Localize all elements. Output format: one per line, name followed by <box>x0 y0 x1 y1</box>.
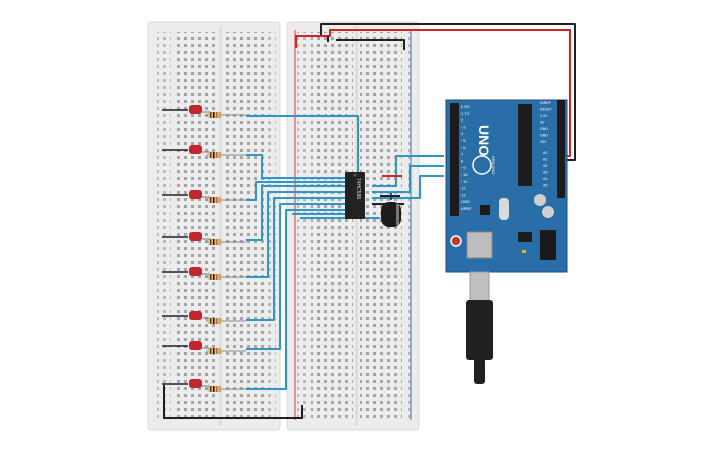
chip-label: 74HC595 <box>355 178 361 199</box>
power-pin-label: RESET <box>540 108 553 112</box>
ground-wire-bottom <box>163 385 303 419</box>
shift-register-chip: 74HC595 <box>345 172 365 219</box>
resistor-icon <box>206 274 246 280</box>
power-pin-label: VIN <box>540 140 546 144</box>
resistor-icon <box>206 152 246 158</box>
resistor-icon <box>206 112 246 118</box>
digital-pin-label: ~9 <box>461 165 466 170</box>
resistor-icon <box>206 348 246 354</box>
led-row-7 <box>189 341 246 354</box>
power-pin-label: 5V <box>540 121 545 125</box>
led-icon <box>189 232 210 241</box>
power-pin-label: IOREF <box>540 101 552 105</box>
led-icon <box>189 267 210 276</box>
power-pin-label: GND <box>540 134 548 138</box>
analog-pin-label: A0 <box>543 151 547 155</box>
resistor-icon <box>206 239 246 245</box>
analog-pin-label: A2 <box>543 164 547 168</box>
analog-pin-label: A1 <box>543 158 547 162</box>
signal-wires <box>246 115 444 390</box>
analog-header <box>557 150 565 198</box>
digital-pin-label: ~10 <box>461 172 469 177</box>
led-icon <box>189 341 210 350</box>
digital-pin-label: ~3 <box>461 124 466 129</box>
analog-pin-label: A5 <box>543 184 547 188</box>
led-row-1 <box>189 105 246 118</box>
analog-pin-label: A3 <box>543 171 547 175</box>
led-row-5 <box>189 267 246 280</box>
resistor-icon <box>206 197 246 203</box>
breadboard-left <box>147 21 281 431</box>
digital-pin-label: ~5 <box>461 138 466 143</box>
dc-jack <box>540 230 556 260</box>
reset-button[interactable] <box>450 235 462 247</box>
infinity-logo-icon <box>472 155 492 175</box>
led-icon <box>189 105 210 114</box>
resistor-icon <box>206 386 246 392</box>
capacitor-a <box>534 194 546 206</box>
power-wires <box>295 23 576 161</box>
power-pin-label: GND <box>540 127 548 131</box>
crystal <box>499 198 509 220</box>
digital-pin-label: 7 <box>461 152 464 157</box>
led-resistor-rows <box>189 105 246 392</box>
digital-pin-label: ~6 <box>461 145 466 150</box>
led-icon <box>189 145 210 154</box>
arduino-logo: UNO <box>476 125 492 156</box>
led-row-3 <box>189 190 246 203</box>
capacitor-b <box>542 206 554 218</box>
digital-pin-label: 1 TX <box>461 111 470 116</box>
led-row-4 <box>189 232 246 245</box>
analog-pin-label: A4 <box>543 177 547 181</box>
led-row-2 <box>189 145 246 158</box>
led-icon <box>189 379 210 388</box>
led-ground-leads <box>162 109 188 385</box>
resistor-icon <box>206 318 246 324</box>
digital-pin-label: 0 RX <box>461 104 470 109</box>
digital-pin-label: 4 <box>461 131 464 136</box>
digital-pin-label: 12 <box>461 186 466 191</box>
breadboard-right <box>286 21 420 431</box>
digital-pin-label: 13 <box>461 192 466 197</box>
digital-header <box>450 103 459 216</box>
digital-pin-label: 8 <box>461 158 464 163</box>
led-row-6 <box>189 311 246 324</box>
digital-pin-label: 2 <box>461 118 464 123</box>
usb-port <box>466 231 493 259</box>
digital-pin-label: AREF <box>461 206 472 211</box>
electrolytic-capacitor-icon <box>381 193 401 227</box>
led-icon <box>189 190 210 199</box>
atmega-chip <box>518 104 532 186</box>
led-icon <box>189 311 210 320</box>
led-row-8 <box>189 379 246 392</box>
power-header <box>557 100 565 162</box>
usb-cable-icon <box>466 271 493 384</box>
arduino-brand: ARDUINO <box>491 156 496 174</box>
power-pin-label: 3.3V <box>540 114 548 118</box>
digital-pin-label: ~11 <box>461 179 468 184</box>
digital-pin-label: GND <box>461 199 470 204</box>
